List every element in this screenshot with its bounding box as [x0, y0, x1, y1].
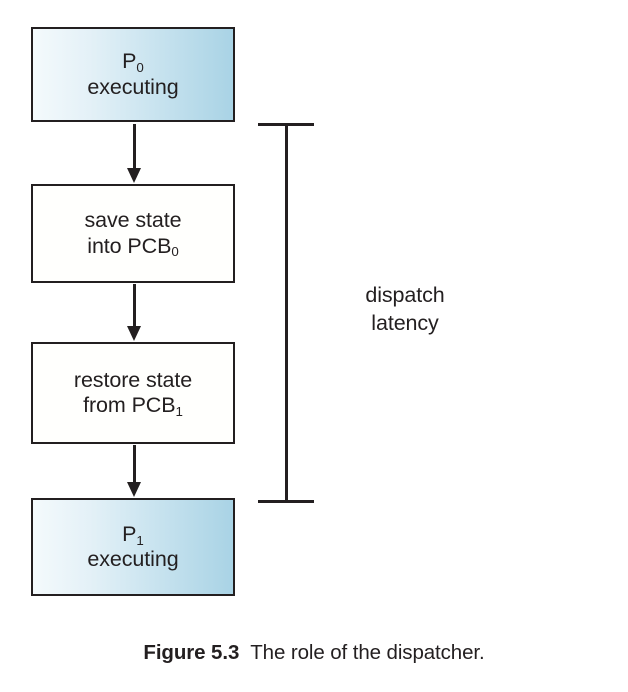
bracket-cap-bottom: [258, 500, 314, 503]
figure-caption-text: The role of the dispatcher.: [250, 641, 485, 664]
node-restore-line1: restore state: [73, 367, 193, 392]
node-p1-line2: executing: [87, 547, 179, 571]
arrow-shaft: [132, 445, 136, 483]
node-save-line1: save state: [84, 208, 182, 233]
flow-node-save-state[interactable]: save state into PCB0: [31, 184, 235, 283]
dispatch-latency-bracket: [258, 123, 314, 503]
arrow-head: [127, 482, 141, 497]
node-p1-line1: P1: [122, 521, 144, 548]
node-p0-line1: P0: [122, 49, 144, 76]
flow-node-p0-executing[interactable]: P0 executing: [31, 27, 235, 122]
arrow-down-icon-restore-to-p1: [127, 445, 141, 498]
arrow-head: [127, 326, 141, 341]
flow-node-p1-executing[interactable]: P1 executing: [31, 498, 235, 596]
node-p0-line2: executing: [87, 74, 179, 99]
arrow-head: [127, 168, 141, 183]
node-restore-line2: from PCB1: [83, 393, 183, 419]
figure-number: Figure 5.3: [143, 641, 240, 664]
dispatch-latency-line1: dispatch: [365, 283, 445, 307]
dispatch-latency-line2: latency: [371, 310, 439, 335]
arrow-shaft: [132, 284, 136, 327]
dispatch-latency-label: dispatch latency: [320, 282, 490, 338]
arrow-down-icon-p0-to-save: [127, 124, 141, 184]
arrow-shaft: [132, 124, 136, 169]
flow-node-restore-state[interactable]: restore state from PCB1: [31, 342, 235, 444]
node-save-line2: into PCB0: [87, 233, 179, 260]
arrow-down-icon-save-to-restore: [127, 284, 141, 342]
figure-caption: Figure 5.3 The role of the dispatcher.: [0, 641, 628, 665]
bracket-stem: [285, 123, 288, 503]
